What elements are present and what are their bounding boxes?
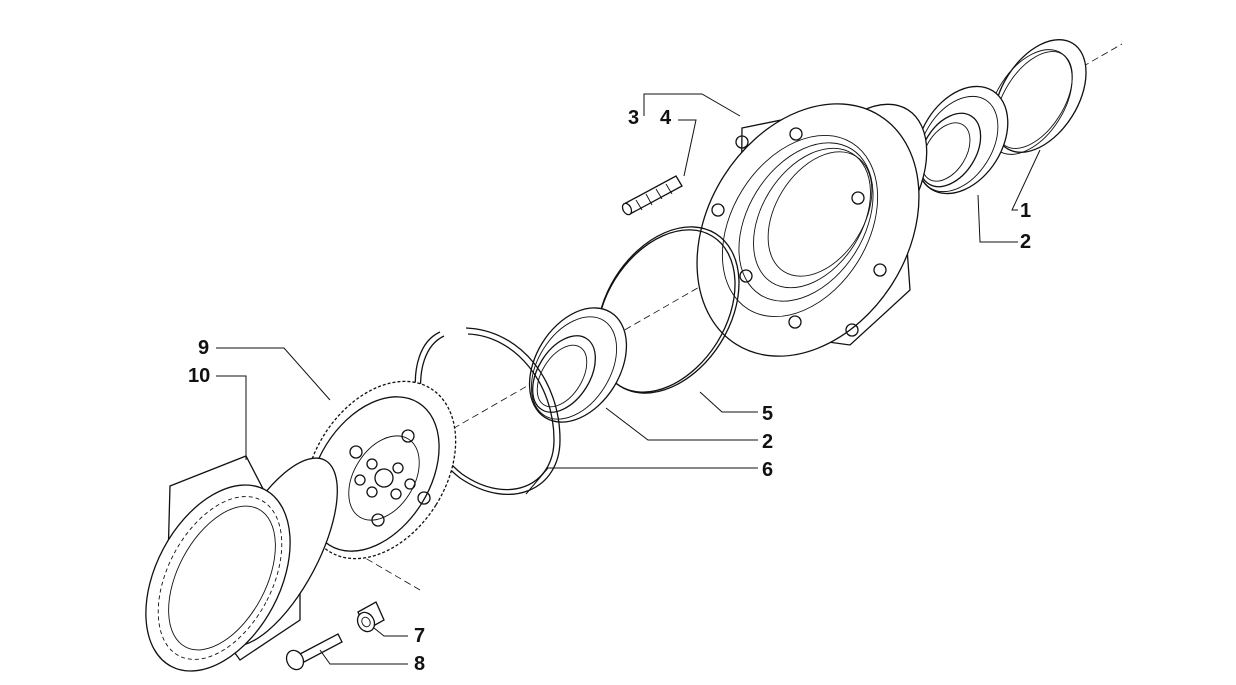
callout-10: 10	[188, 365, 210, 387]
callout-9: 9	[198, 337, 209, 359]
hub-bolt-hole	[739, 269, 753, 283]
part-8-bolt	[285, 633, 343, 671]
callout-7: 7	[414, 625, 425, 647]
hub-housing	[696, 103, 928, 357]
part-2-lower-bearing	[528, 307, 628, 423]
leader-line-10	[216, 375, 247, 460]
leader-line-2b	[605, 407, 758, 441]
leader-line-4	[678, 119, 697, 177]
callout-3: 3	[628, 107, 639, 129]
callout-5: 5	[762, 403, 773, 425]
callout-6: 6	[762, 459, 773, 481]
part-10-ring-gear	[145, 455, 338, 672]
callout-2-upper: 2	[1020, 231, 1031, 253]
part-3-stud	[621, 175, 683, 216]
hub-bolt-hole	[788, 315, 802, 329]
leader-line-5	[699, 391, 758, 413]
leader-line-2a	[977, 194, 1018, 243]
callout-8: 8	[414, 653, 425, 675]
hub-bolt-hole	[845, 323, 859, 337]
leader-line-8	[319, 649, 408, 665]
part-2-upper-bearing	[915, 85, 1009, 195]
callout-1: 1	[1020, 200, 1031, 222]
part-1-seal-ring	[987, 39, 1087, 155]
callout-4: 4	[660, 107, 672, 129]
hub-bolt-hole	[851, 191, 865, 205]
hub-bolt-hole	[789, 127, 803, 141]
leader-line-6	[525, 467, 758, 495]
hub-bolt-hole	[735, 135, 749, 149]
leader-line-9	[216, 347, 331, 401]
part-9-gear-carrier	[303, 380, 457, 560]
leader-line-3	[643, 93, 741, 117]
hub-bolt-hole	[711, 203, 725, 217]
leader-line-1	[1011, 149, 1041, 211]
hub-bolt-hole	[873, 263, 887, 277]
part-5-o-ring-inner	[596, 229, 736, 393]
leader-line-7	[373, 627, 408, 637]
callout-2-lower: 2	[762, 431, 773, 453]
part-7-bushing	[356, 601, 385, 633]
